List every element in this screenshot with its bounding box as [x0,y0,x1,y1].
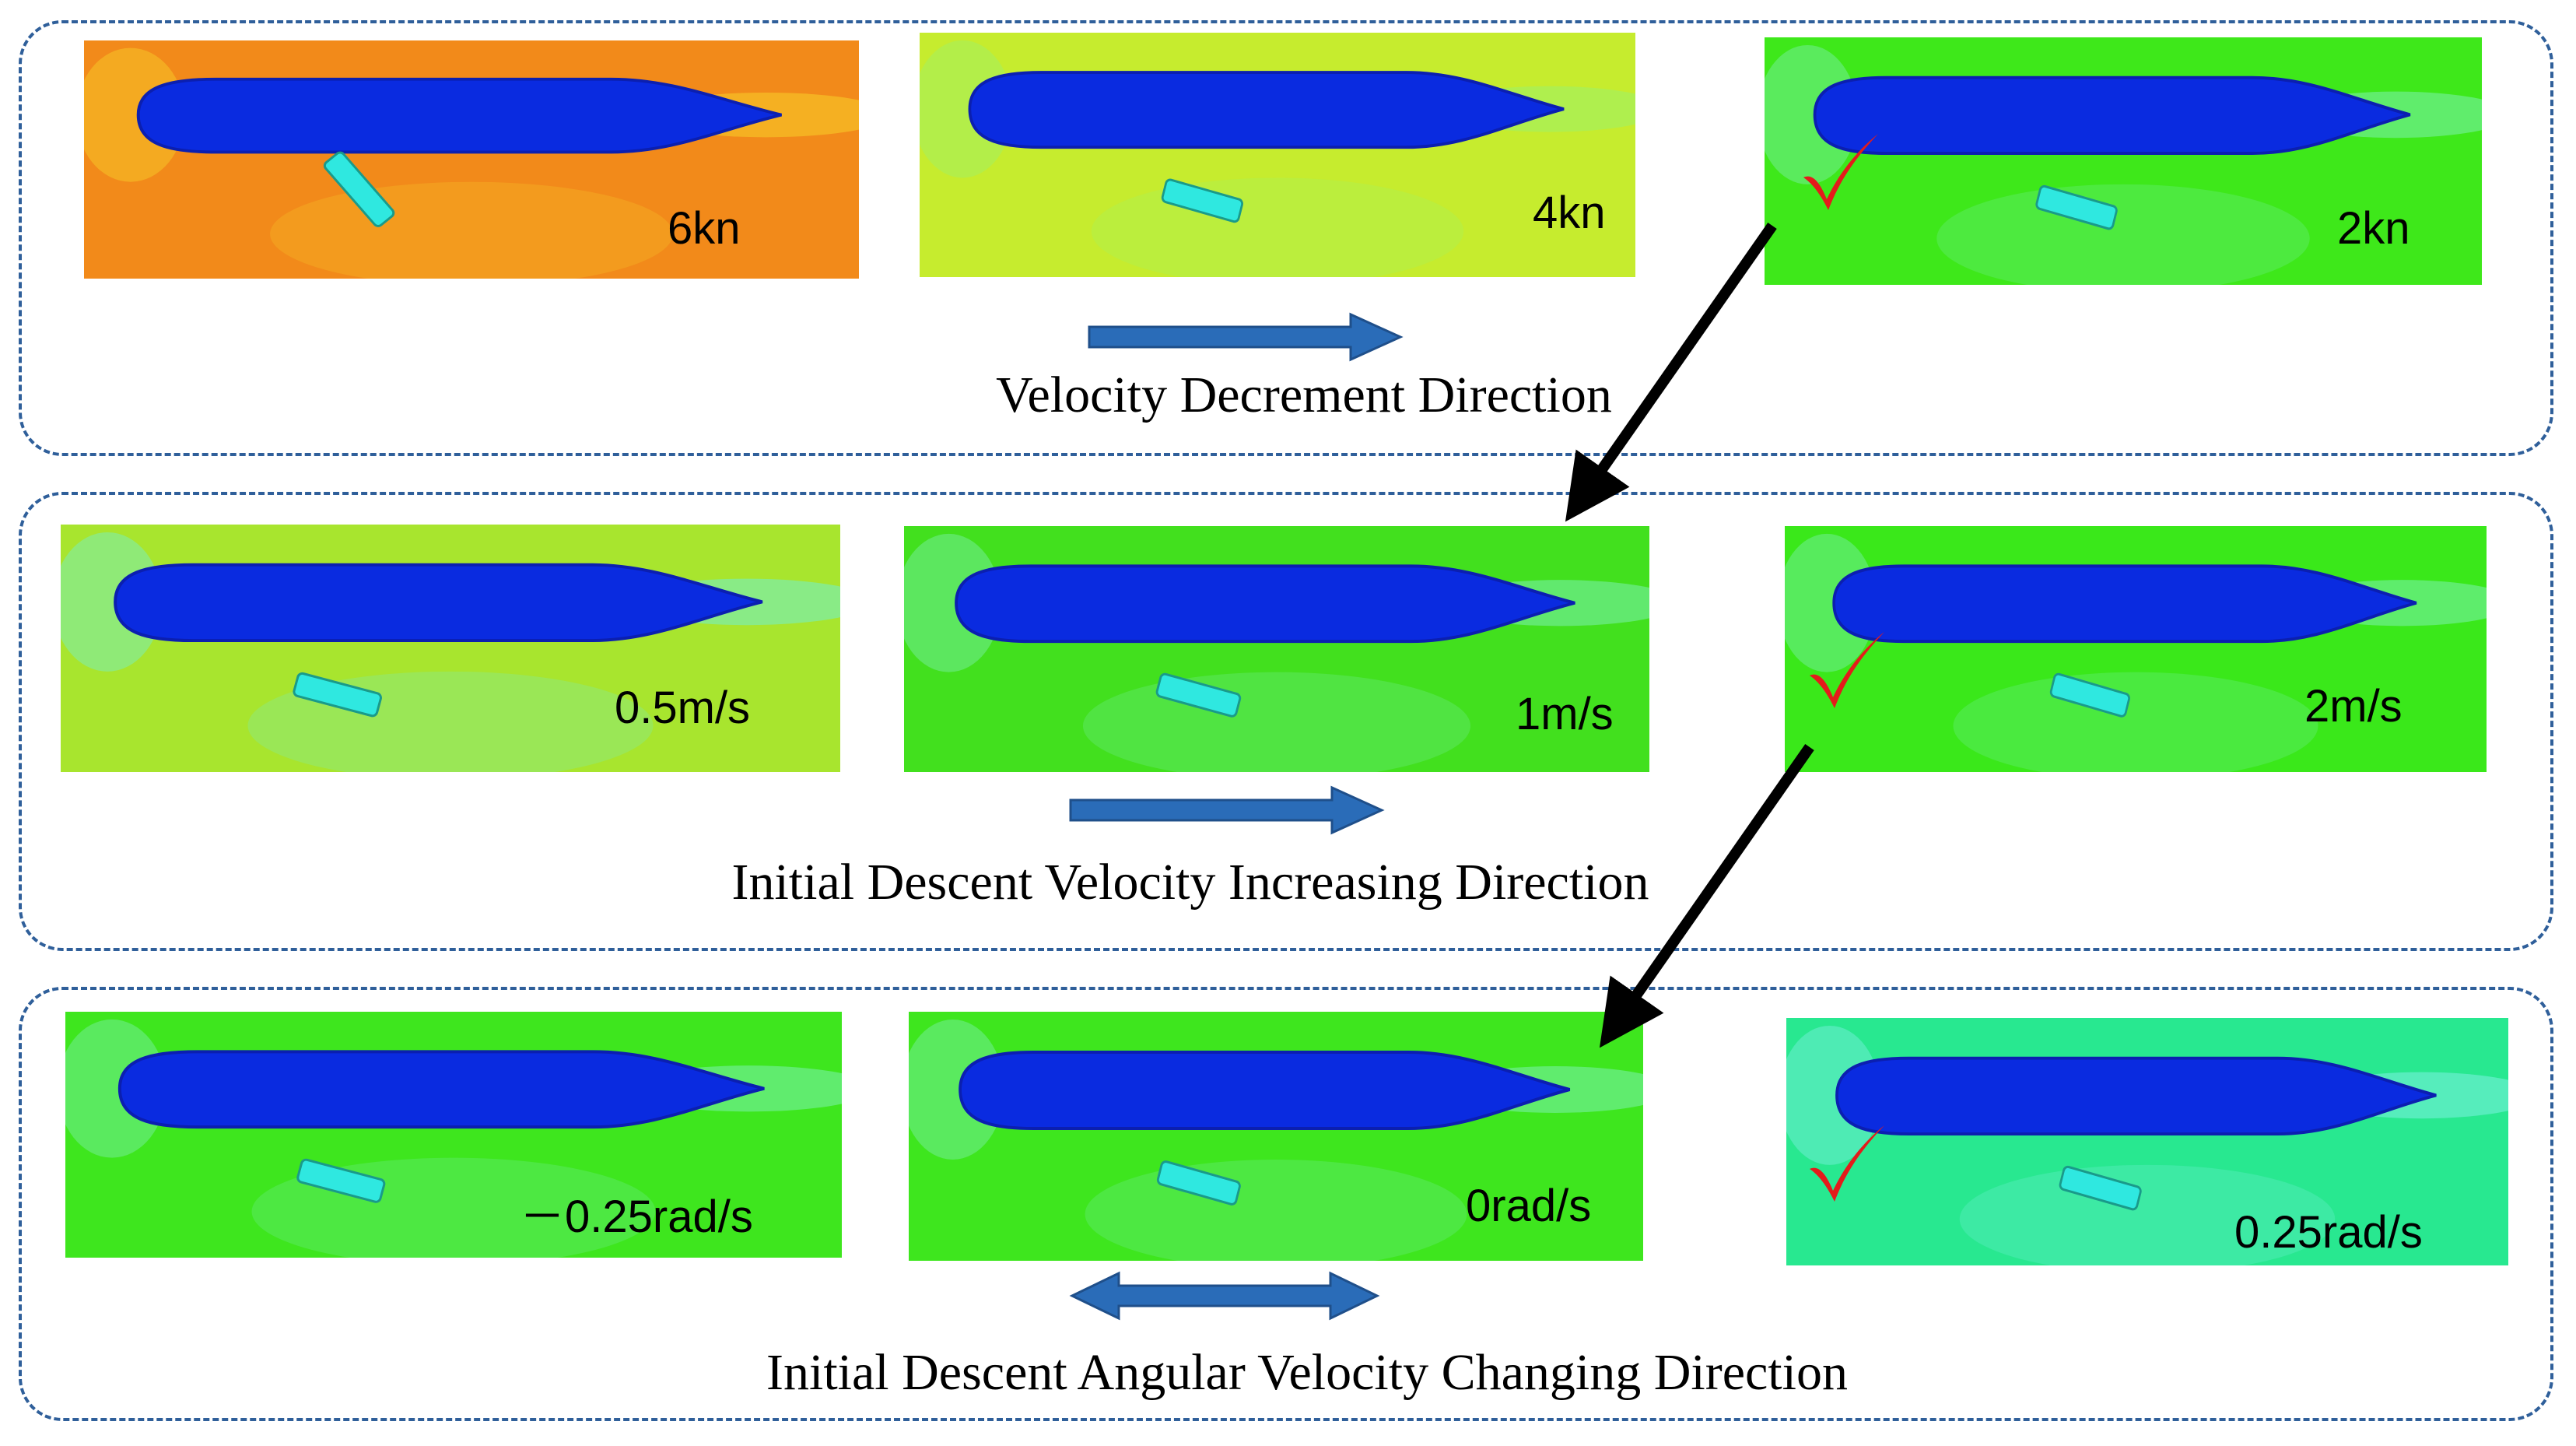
panel-label: 0.25rad/s [2234,1207,2423,1258]
hull-shape [959,1051,1571,1130]
flow-field [920,33,1635,277]
arrow-double-icon [1069,1271,1380,1321]
released-body [1161,178,1243,223]
group-box-angular-velocity [19,987,2553,1421]
panel-label: 2m/s [2304,681,2403,732]
panel-label: 6kn [668,203,741,254]
hull-shape [114,563,763,643]
pressure-contour [909,1020,1004,1160]
row-caption: Initial Descent Velocity Increasing Dire… [731,854,1649,911]
panel-label: －0.25rad/s [520,1192,753,1242]
hull-shape [955,564,1575,644]
pressure-contour [1953,672,2318,772]
arrow-right-icon [1088,312,1404,362]
panel-label: 2kn [2337,203,2410,254]
connector-arrow-2 [1599,743,1814,1048]
flow-panel-6kn [84,40,859,279]
flow-panel-neg-0.25rads [65,1012,842,1258]
released-body [293,672,382,718]
flow-panel-1ms [904,526,1649,772]
pressure-contour [61,532,163,672]
hull-shape [1835,1056,2437,1136]
flow-panel-2kn [1765,37,2482,285]
row-caption: Velocity Decrement Direction [996,367,1612,423]
pressure-contour [1959,1164,2336,1265]
check-icon [1803,134,1878,210]
group-box-velocity [19,20,2553,456]
check-icon [1810,632,1884,708]
hull-shape [1832,564,2417,644]
flow-panel-4kn [920,33,1635,277]
flow-field [904,526,1649,772]
released-body [1155,672,1242,718]
hull-shape [968,71,1565,149]
flow-field [909,1012,1643,1261]
pressure-contour [920,40,1013,178]
group-box-descent-velocity [19,492,2553,951]
pressure-contour [904,533,1001,672]
flow-field [1765,37,2482,285]
released-body [323,151,395,227]
panel-label: 4kn [1533,188,1606,238]
flow-panel-0rads [909,1012,1643,1261]
flow-field [65,1012,842,1258]
panel-label: 0rad/s [1466,1181,1592,1231]
pressure-contour [1765,44,1858,184]
released-body [2049,672,2130,718]
panel-label: 0.5m/s [615,683,751,733]
hull-shape [117,1050,765,1129]
flow-panel-0.5ms [61,525,840,772]
pressure-contour [84,47,185,182]
released-body [2035,184,2118,230]
arrow-right-icon [1069,785,1385,835]
flow-field [1785,526,2487,772]
pressure-contour [1786,1025,1880,1165]
pressure-contour [1785,533,1877,672]
panel-label: 1m/s [1516,689,1614,739]
pressure-contour [65,1019,166,1158]
released-body [296,1158,386,1203]
pressure-contour [1936,184,2310,285]
flow-field [1786,1018,2508,1265]
hull-shape [1813,75,2411,156]
row-caption: Initial Descent Angular Velocity Changin… [766,1344,1848,1401]
connector-arrow-1 [1565,222,1777,522]
flow-field [61,525,840,772]
hull-shape [136,77,782,154]
flow-panel-0.25rads [1786,1018,2508,1265]
flow-field [84,40,859,279]
released-body [2059,1165,2142,1211]
check-icon [1810,1125,1884,1202]
flow-panel-2ms [1785,526,2487,772]
released-body [1156,1160,1241,1206]
